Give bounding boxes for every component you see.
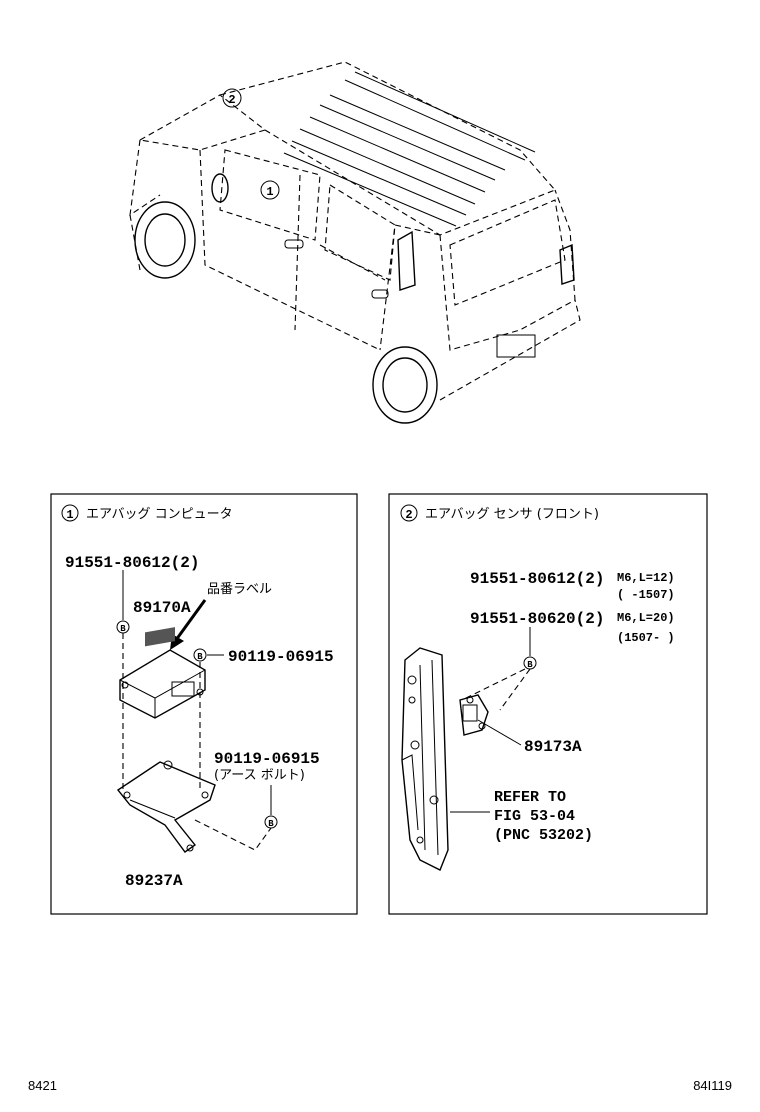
fastener-marker-b: B <box>523 656 537 670</box>
footer-left-code: 8421 <box>28 1078 57 1093</box>
bolt-b-spec: M6,L=20) <box>617 611 675 625</box>
bolt-a-spec: M6,L=12) <box>617 571 675 585</box>
earth-bolt-note: (アース ボルト) <box>214 768 305 783</box>
part-number-screw: 90119-06915 <box>228 648 334 666</box>
panel-title: エアバッグ コンピュータ <box>86 507 233 522</box>
vehicle-illustration: 2 1 <box>129 61 581 424</box>
part-number-bracket: 89237A <box>125 872 183 890</box>
part-label-note: 品番ラベル <box>207 582 272 597</box>
panel-frame <box>50 493 358 915</box>
part-number-computer: 89170A <box>133 599 191 617</box>
panel-index-circle <box>400 504 418 522</box>
vehicle-callout-2 <box>222 88 242 108</box>
airbag-computer-unit <box>119 627 206 719</box>
vehicle-callout-1 <box>260 180 280 200</box>
front-pillar-bracket <box>401 647 449 871</box>
panel-frame <box>388 493 708 915</box>
panel-index-circle <box>61 504 79 522</box>
part-number-sensor: 89173A <box>524 738 582 756</box>
svg-text:B: B <box>120 624 126 634</box>
part-number-earth-screw: 90119-06915 <box>214 750 320 768</box>
part-number-bolt-a: 91551-80612(2) <box>470 570 604 588</box>
bracket-unit <box>116 760 216 853</box>
panel-index: 1 <box>66 508 73 522</box>
panel-index: 2 <box>405 508 412 522</box>
fastener-marker-b: B <box>116 620 130 634</box>
vehicle-callout-2-label: 2 <box>228 93 235 107</box>
panel-airbag-computer: 1 エアバッグ コンピュータ 91551-80612(2) 品番ラベル 8917… <box>50 493 358 915</box>
footer-right-code: 84I119 <box>693 1078 732 1093</box>
part-number-bolt: 91551-80612(2) <box>65 554 199 572</box>
airbag-sensor-unit <box>459 694 489 736</box>
bolt-b-range: (1507- ) <box>617 631 675 645</box>
svg-text:B: B <box>268 819 274 829</box>
panel-airbag-sensor-front: 2 エアバッグ センサ (フロント) 91551-80612(2) M6,L=1… <box>388 493 708 915</box>
panel-title: エアバッグ センサ (フロント) <box>425 507 599 522</box>
svg-text:B: B <box>527 660 533 670</box>
vehicle-callout-1-label: 1 <box>266 185 273 199</box>
bolt-a-range: ( -1507) <box>617 588 675 602</box>
refer-line-1: REFER TO <box>494 789 566 806</box>
roof-ribs <box>283 71 536 227</box>
svg-text:B: B <box>197 652 203 662</box>
fastener-marker-b: B <box>193 648 207 662</box>
refer-line-3: (PNC 53202) <box>494 827 593 844</box>
refer-line-2: FIG 53-04 <box>494 808 575 825</box>
part-number-bolt-b: 91551-80620(2) <box>470 610 604 628</box>
fastener-marker-b: B <box>264 815 278 829</box>
